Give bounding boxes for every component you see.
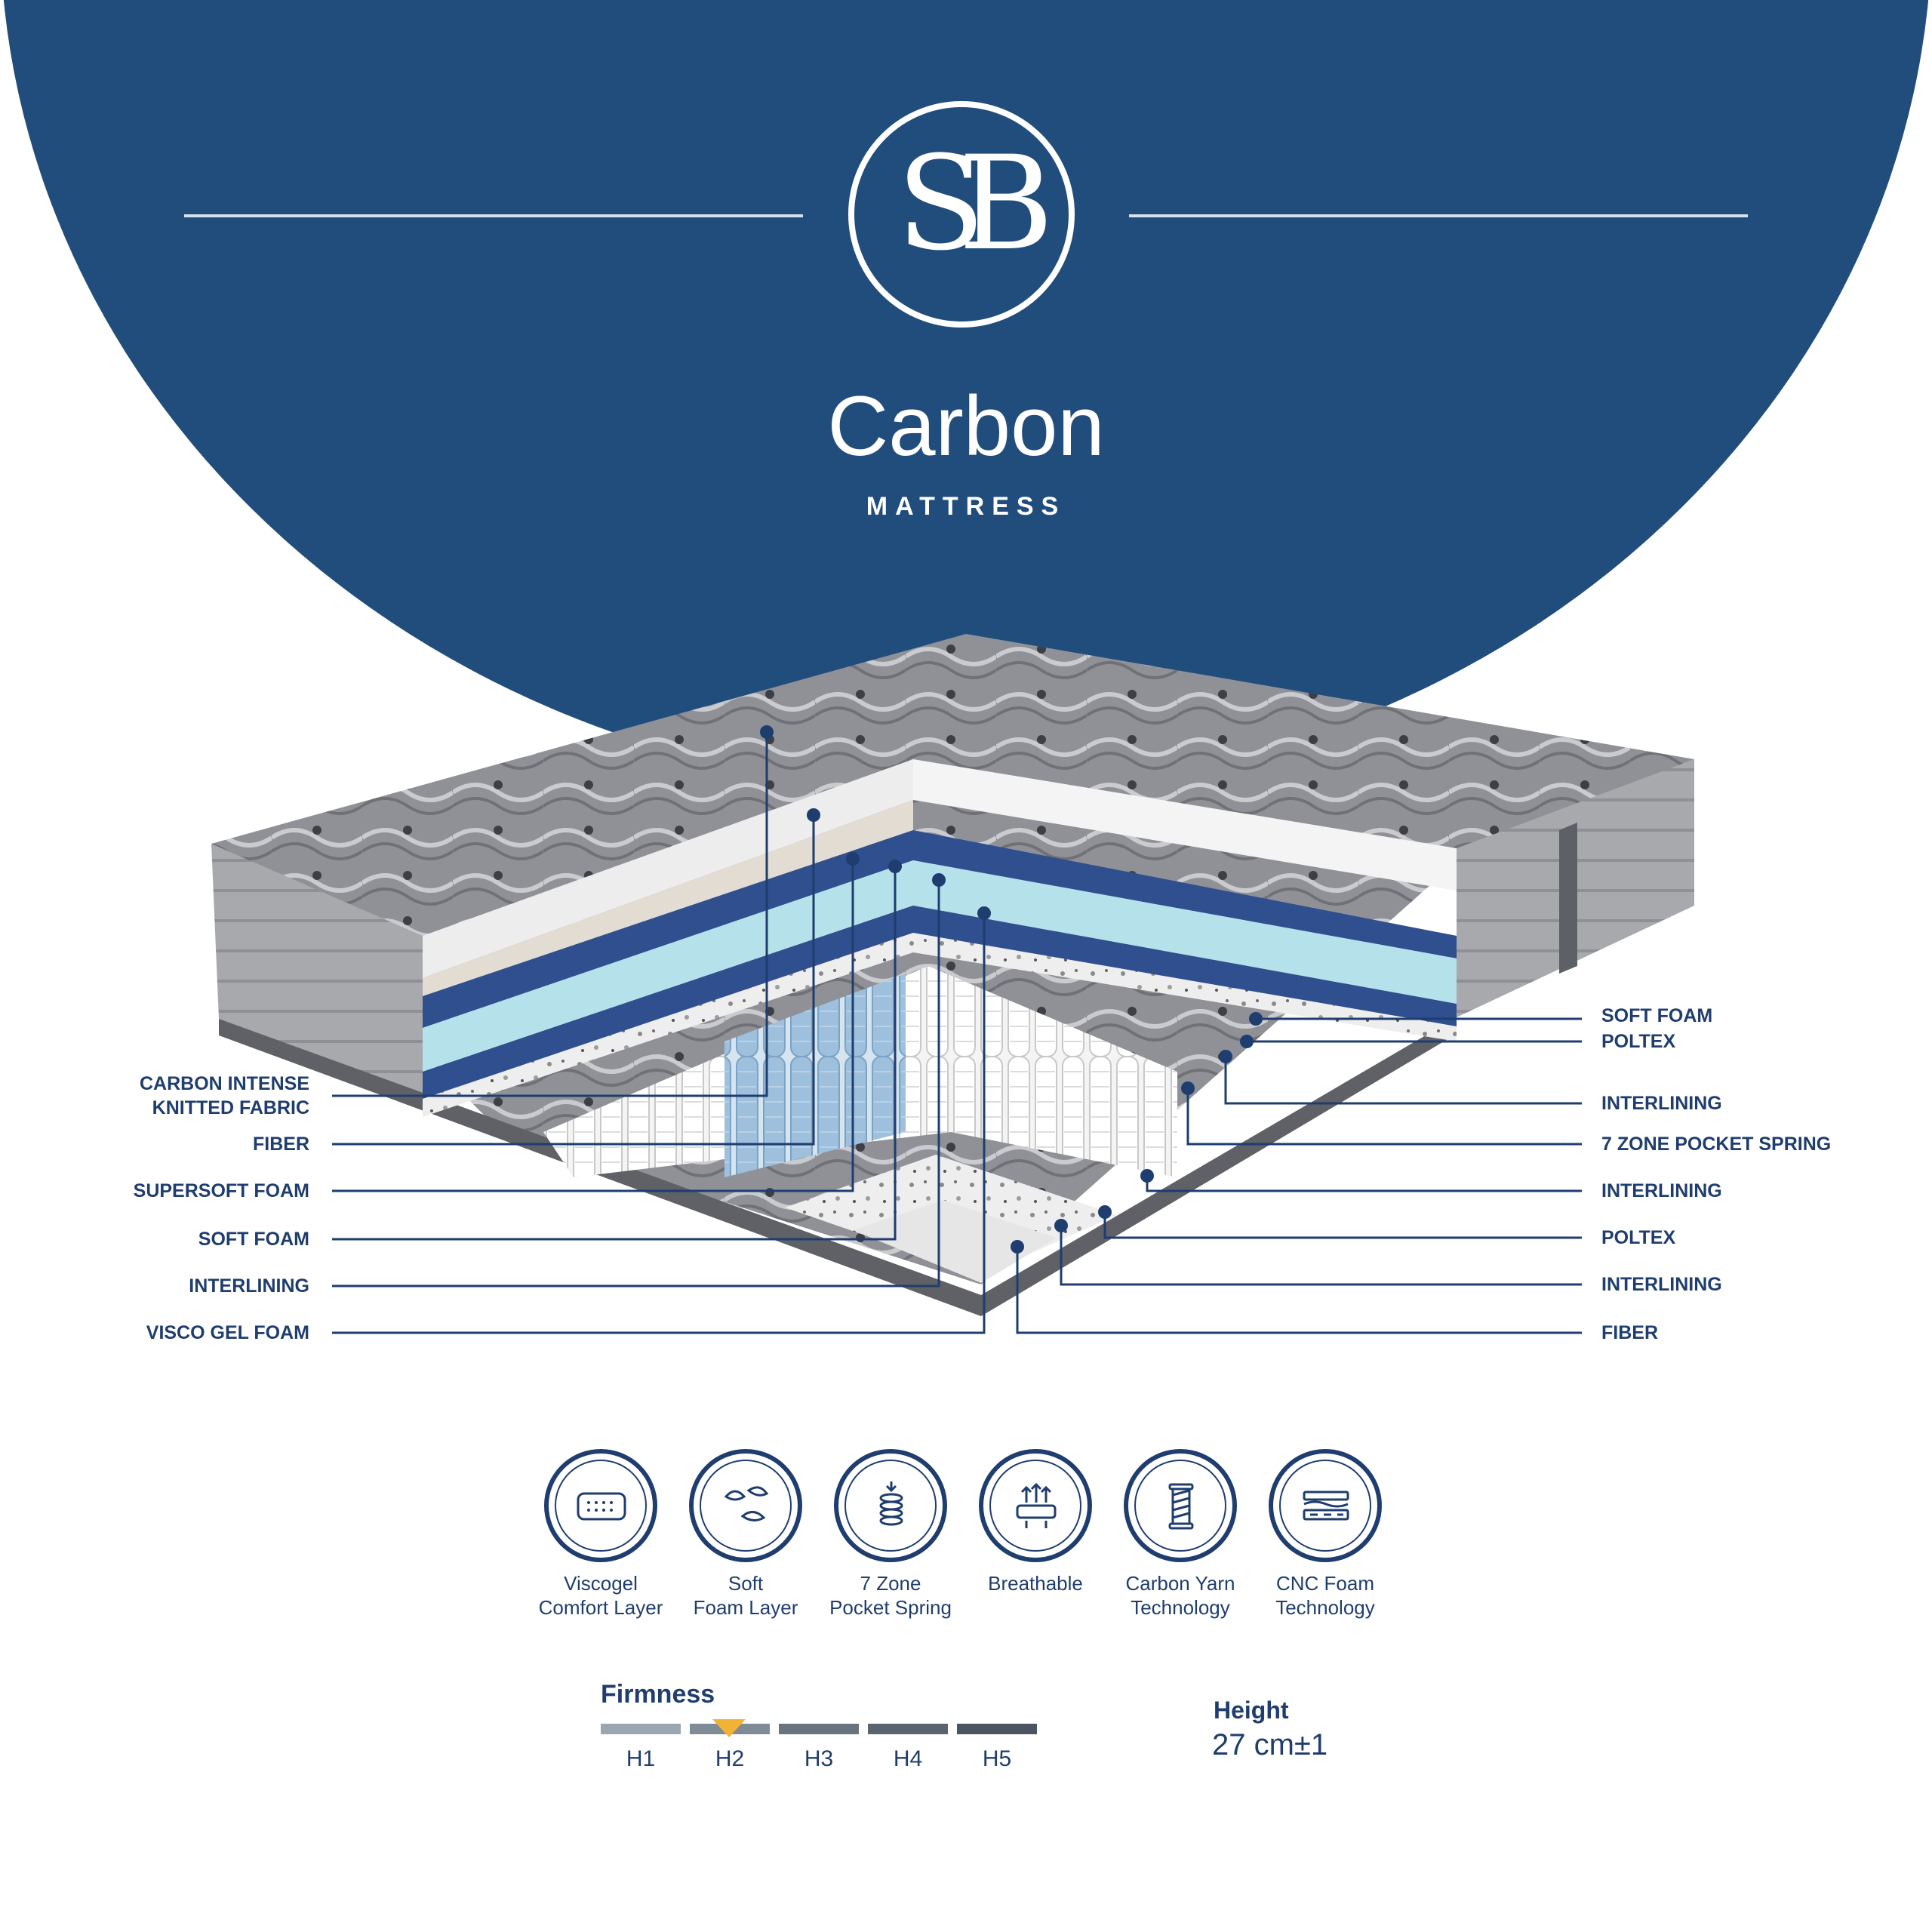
feature-7-zone-pocket-spring: 7 Zone Pocket Spring: [823, 1449, 958, 1620]
layer-label-soft-foam-right: SOFT FOAM: [1601, 1005, 1713, 1026]
feature-soft-foam: Soft Foam Layer: [678, 1449, 814, 1620]
foam-layers-icon: [1303, 1491, 1349, 1521]
feature-breathable: Breathable: [968, 1449, 1103, 1595]
feature-label: 7 Zone Pocket Spring: [829, 1572, 952, 1619]
layer-label-interlining-middle: INTERLINING: [1601, 1180, 1722, 1201]
layer-label-fiber: FIBER: [253, 1134, 309, 1155]
firmness-label-h1: H1: [626, 1746, 656, 1771]
feature-cnc-foam: CNC Foam Technology: [1257, 1449, 1393, 1620]
logo-ring: [848, 101, 1075, 328]
feature-label: Soft Foam Layer: [693, 1572, 798, 1619]
product-subtitle: MATTRESS: [866, 492, 1066, 521]
layer-label-soft-foam-left: SOFT FOAM: [198, 1229, 309, 1250]
firmness-label-h2: H2: [715, 1746, 745, 1771]
feature-carbon-yarn: Carbon Yarn Technology: [1112, 1449, 1248, 1620]
firmness-label-h5: H5: [982, 1746, 1012, 1771]
layer-label-fiber-right: FIBER: [1601, 1322, 1658, 1343]
brand-monogram: SB: [896, 128, 1054, 279]
layer-label-7-zone-pocket-spring: 7 ZONE POCKET SPRING: [1601, 1134, 1832, 1155]
layer-label-poltex-upper: POLTEX: [1601, 1031, 1676, 1052]
firmness-bar-h4: [868, 1724, 948, 1734]
viscogel-icon: [577, 1492, 626, 1521]
firmness-bar-h3: [779, 1724, 859, 1734]
firmness-bar-h1: [601, 1724, 681, 1734]
layer-label-interlining-lower: INTERLINING: [1601, 1274, 1722, 1295]
layer-label-interlining-upper: INTERLINING: [1601, 1093, 1722, 1114]
height-title: Height: [1214, 1697, 1289, 1724]
firmness-label-h3: H3: [804, 1746, 834, 1771]
product-title: Carbon: [827, 379, 1105, 473]
airflow-icon: [1016, 1482, 1057, 1528]
feature-label: Carbon Yarn Technology: [1125, 1572, 1235, 1619]
height-value: 27 cm±1: [1212, 1728, 1328, 1761]
layer-label-poltex-lower: POLTEX: [1601, 1227, 1676, 1248]
layer-label-carbon-knitted-fabric: CARBON INTENSE KNITTED FABRIC: [139, 1073, 309, 1118]
firmness-title: Firmness: [601, 1680, 715, 1709]
feature-viscogel: Viscogel Comfort Layer: [533, 1449, 669, 1620]
firmness-bar-h5: [957, 1724, 1037, 1734]
spring-icon: [879, 1481, 903, 1526]
header-rule-right: [1129, 214, 1748, 217]
yarn-spool-icon: [1168, 1483, 1194, 1530]
feature-label: CNC Foam Technology: [1275, 1572, 1375, 1619]
firmness-selected-marker: [712, 1719, 746, 1737]
layer-label-visco-gel-foam: VISCO GEL FOAM: [146, 1322, 309, 1343]
feather-icon: [724, 1486, 769, 1521]
firmness-label-h4: H4: [893, 1746, 923, 1771]
feature-label: Breathable: [988, 1572, 1083, 1595]
layer-label-supersoft-foam: SUPERSOFT FOAM: [133, 1180, 309, 1201]
header-rule-left: [184, 214, 803, 217]
feature-label: Viscogel Comfort Layer: [538, 1572, 663, 1619]
layer-label-interlining-left: INTERLINING: [189, 1275, 309, 1297]
